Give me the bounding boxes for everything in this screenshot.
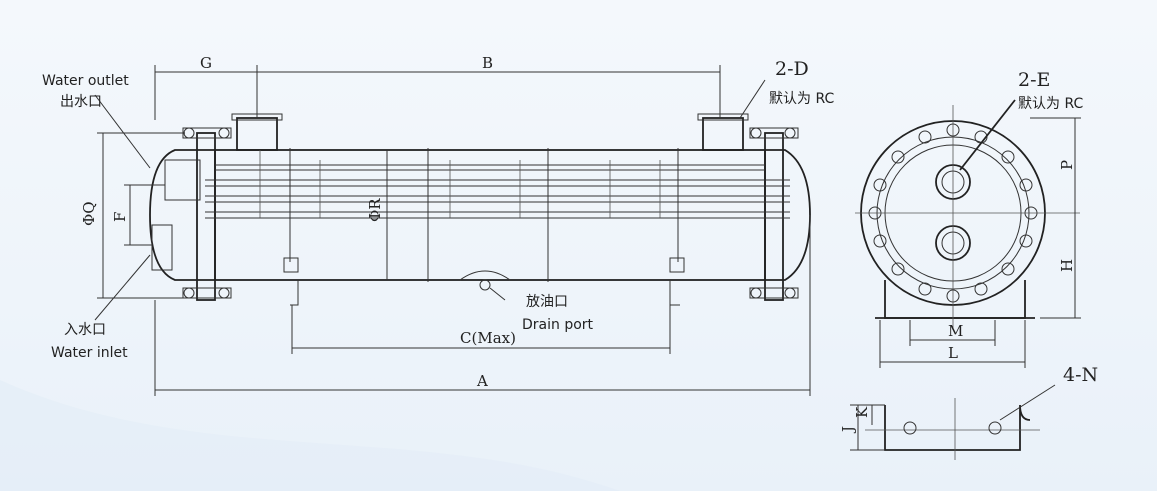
left-flange [196,132,216,301]
dim-B: B [482,54,493,72]
default-rc-label-1: 默认为 RC [769,91,834,107]
dim-M: M [948,322,963,340]
dim-K: K [853,406,871,418]
water-inlet-label-en: Water inlet [51,345,128,361]
side-dimensions [94,65,811,396]
oil-port-left [236,117,278,151]
dim-C: C(Max) [460,329,516,347]
water-outlet-nozzle [164,159,201,201]
oil-port-right [702,117,744,151]
dim-N: 4-N [1063,364,1098,386]
water-outlet-label-cn: 出水口 [60,94,102,110]
dim-P: P [1058,160,1076,170]
dim-E: 2-E [1018,69,1050,91]
water-inlet-label-cn: 入水口 [64,322,106,338]
end-view [855,99,1081,368]
dim-D: 2-D [775,58,809,80]
background-wave [0,380,620,491]
dim-Q: ΦQ [80,201,98,226]
dim-F: F [111,212,129,222]
drain-label-en: Drain port [522,317,594,333]
side-view [149,113,811,306]
right-end-cap [765,149,811,281]
end-base [884,280,1026,319]
water-outlet-label-en: Water outlet [42,73,129,89]
dim-L: L [948,344,958,362]
drain-label-cn: 放油口 [526,294,568,310]
foot-detail [850,384,1056,460]
dim-H: H [1058,259,1076,272]
dim-G: G [200,54,212,72]
drain-port [459,270,511,281]
dim-J: J [839,426,857,434]
default-rc-label-2: 默认为 RC [1018,96,1083,112]
dim-R: ΦR [366,198,384,222]
left-end-cap [149,149,215,281]
dim-A: A [476,372,488,390]
right-flange [764,132,784,301]
water-inlet-nozzle [151,224,173,271]
foot-plate [884,404,1031,451]
